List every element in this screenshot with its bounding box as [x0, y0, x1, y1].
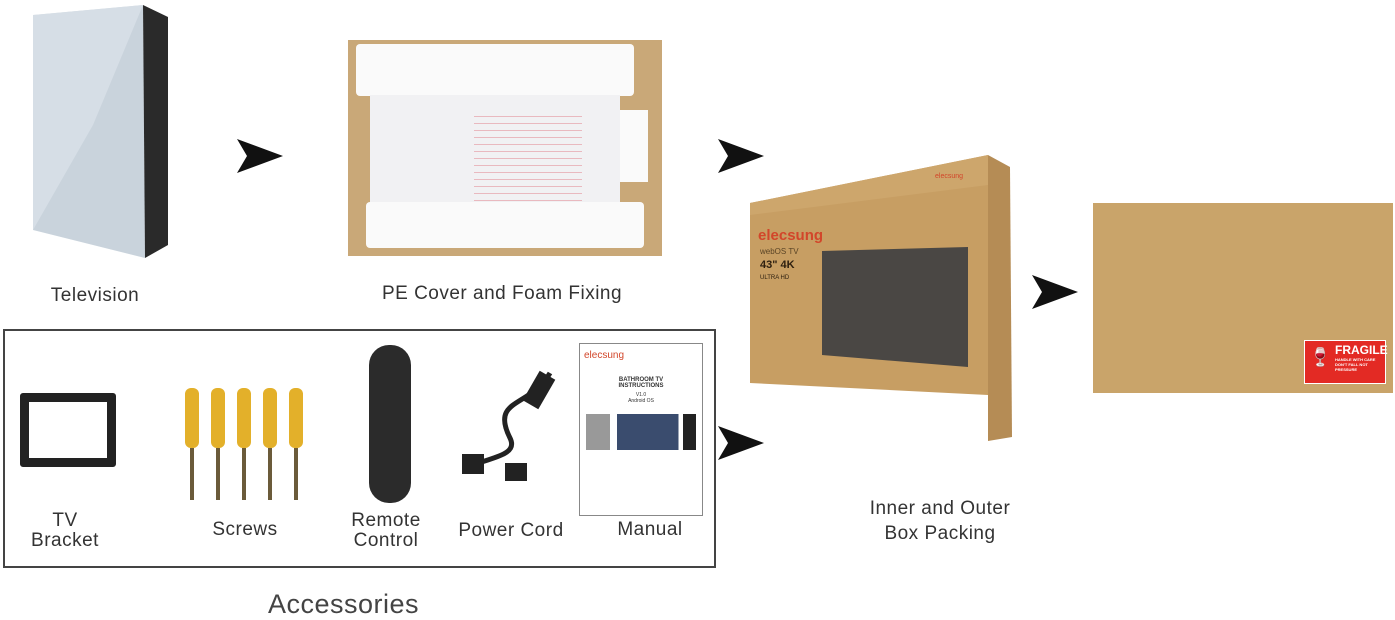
box-platform: webOS TV: [760, 247, 799, 256]
remote-control-image: [369, 345, 411, 503]
manual-image: elecsung BATHROOM TV INSTRUCTIONS V1.0 A…: [579, 343, 703, 516]
arrow-right-icon: [1032, 275, 1078, 309]
manual-title-2: INSTRUCTIONS: [618, 383, 664, 389]
power-cord-label: Power Cord: [458, 520, 564, 541]
arrow-right-icon: [718, 426, 764, 460]
arrow-right-icon: [237, 139, 283, 173]
tv-bracket-image: [20, 393, 116, 467]
fragile-line1: HANDLE WITH CARE: [1335, 357, 1376, 362]
remote-label-2: Control: [353, 530, 419, 551]
arrow-right-icon: [718, 139, 764, 173]
box-brand: elecsung: [758, 227, 824, 244]
glass-icon: 🍷: [1309, 347, 1332, 367]
fragile-label: 🍷 FRAGILE HANDLE WITH CARE DON'T FALL NO…: [1304, 340, 1388, 384]
television-label: Television: [50, 285, 140, 306]
fragile-title: FRAGILE: [1335, 343, 1388, 357]
tv-bracket-label-1: TV: [52, 510, 78, 531]
box-top-brand: elecsung: [935, 173, 964, 180]
screws-image: [183, 388, 308, 503]
television-image: [33, 5, 168, 258]
accessories-frame: [3, 329, 716, 568]
manual-version: V1.0: [635, 392, 647, 398]
fragile-line2: DON'T FALL NOT PRESSURE: [1335, 362, 1368, 372]
inner-box-image: elecsung webOS TV 43" 4K ULTRA HD elecsu…: [750, 155, 1012, 441]
box-packing-label-line1: Inner and Outer: [869, 498, 1011, 519]
box-sub: ULTRA HD: [760, 275, 790, 281]
pe-cover-label: PE Cover and Foam Fixing: [381, 283, 623, 304]
manual-os: Android OS: [628, 398, 654, 404]
remote-label-1: Remote: [351, 510, 421, 531]
power-cord-image: [460, 368, 560, 483]
tv-bracket-label-2: Bracket: [31, 530, 99, 551]
box-packing-label-line2: Box Packing: [884, 523, 996, 544]
pe-cover-foam-image: [348, 40, 662, 256]
accessories-title: Accessories: [268, 589, 420, 619]
screws-label: Screws: [212, 519, 278, 540]
manual-brand: elecsung: [584, 350, 625, 361]
manual-label: Manual: [617, 519, 683, 540]
box-size: 43" 4K: [760, 259, 795, 271]
manual-title-1: BATHROOM TV: [618, 377, 664, 383]
